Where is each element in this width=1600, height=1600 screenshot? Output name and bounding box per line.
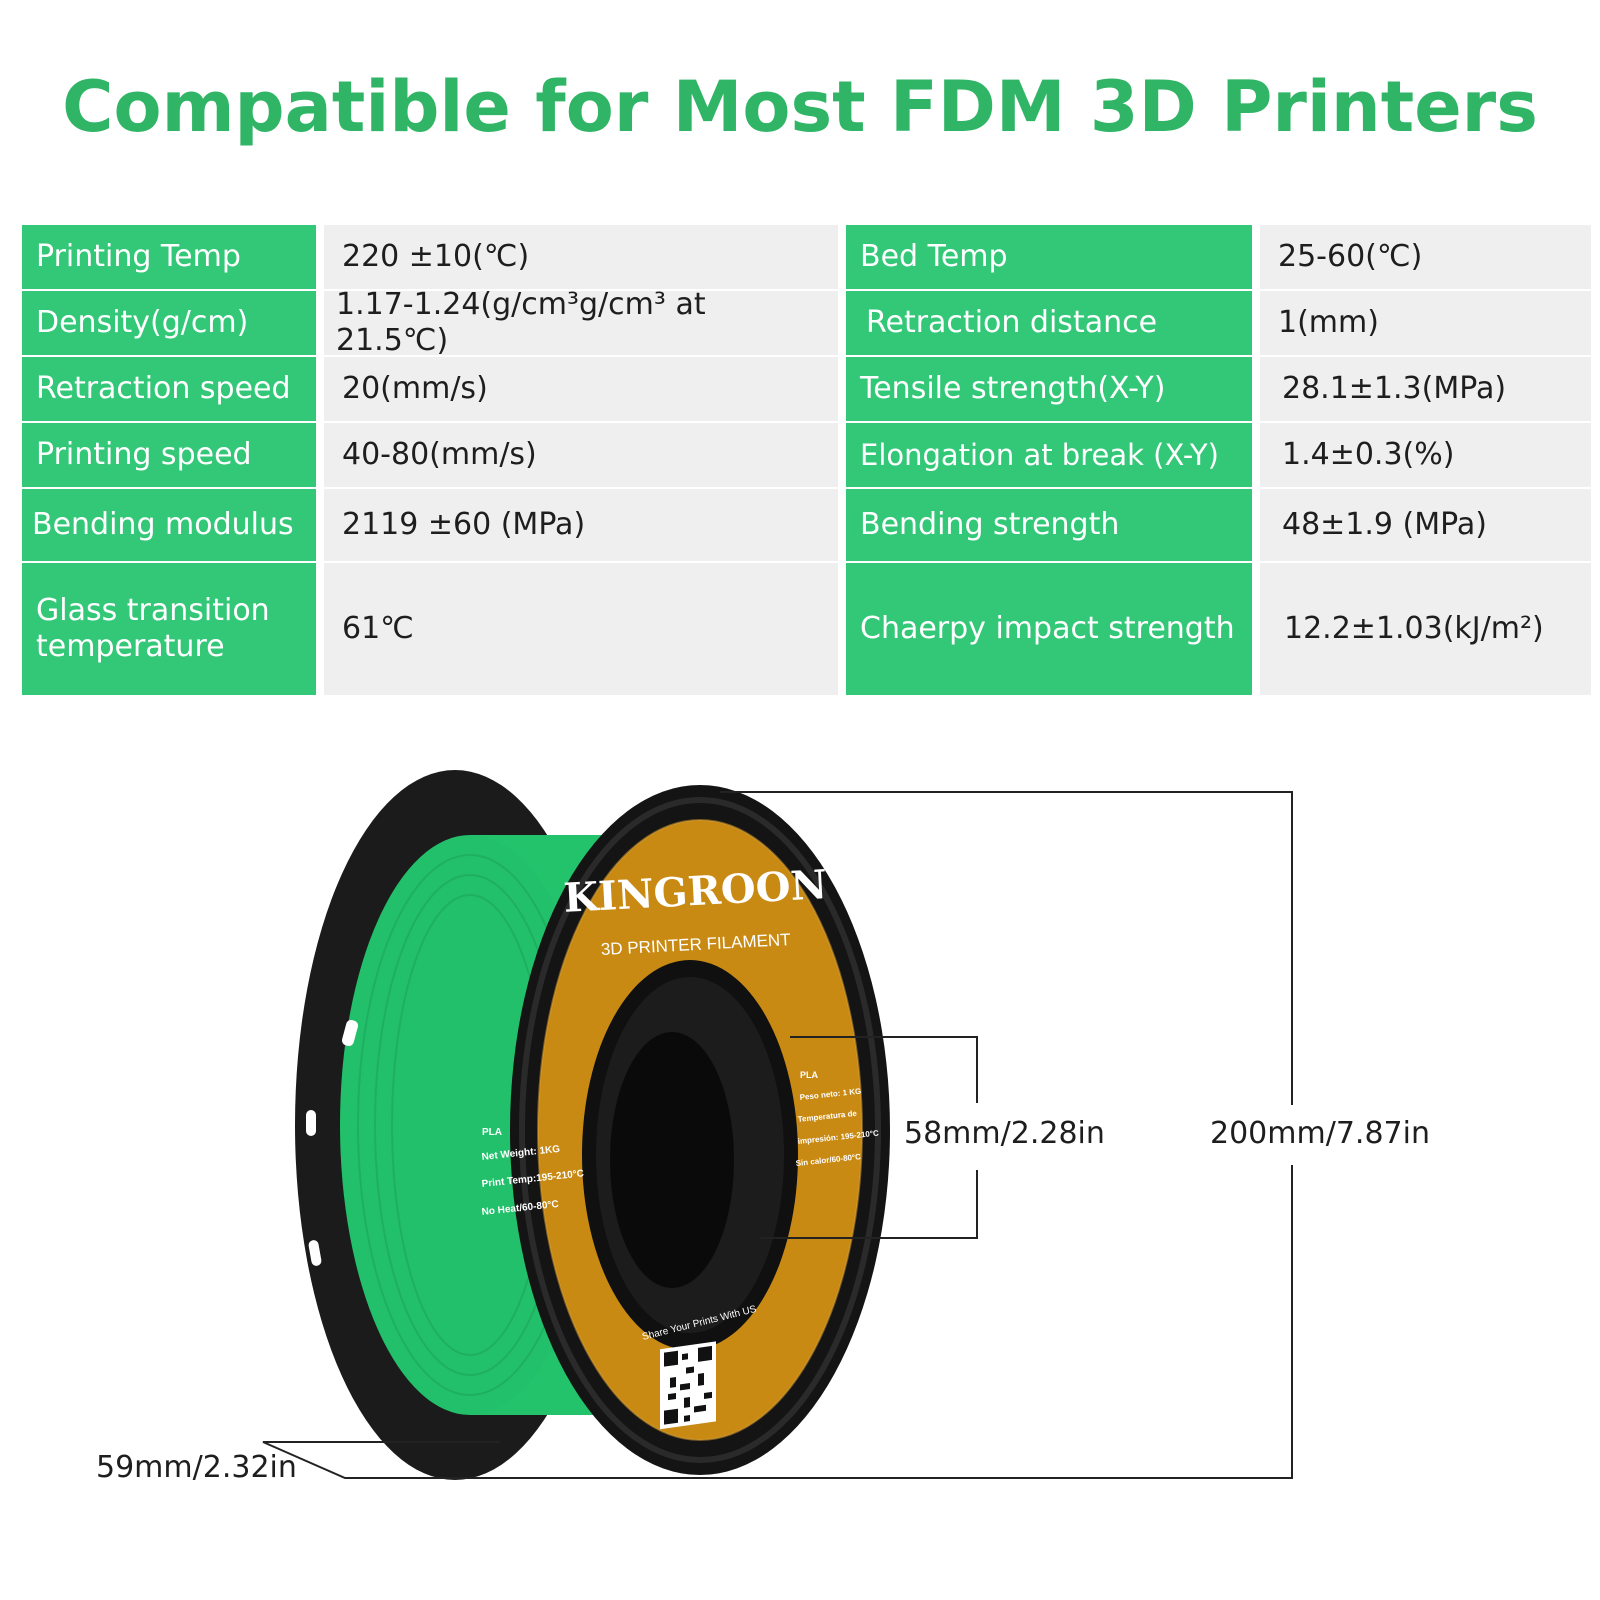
spec-value: 25-60(℃) xyxy=(1260,225,1591,289)
spec-label: Printing Temp xyxy=(22,225,316,289)
spec-label: Retraction speed xyxy=(22,357,316,421)
spec-value: 220 ±10(℃) xyxy=(324,225,838,289)
qr-code-icon xyxy=(660,1341,716,1430)
spool-width-label: 59mm/2.32in xyxy=(96,1450,297,1485)
label-right-line: PLA xyxy=(800,1070,819,1080)
spec-value: 40-80(mm/s) xyxy=(324,423,838,487)
spec-value: 20(mm/s) xyxy=(324,357,838,421)
spec-value: 48±1.9 (MPa) xyxy=(1260,489,1591,561)
spec-label: Bending modulus xyxy=(22,489,316,561)
spec-value: 2119 ±60 (MPa) xyxy=(324,489,838,561)
spec-value: 1(mm) xyxy=(1260,291,1591,355)
spec-label: Printing speed xyxy=(22,423,316,487)
dimension-lines xyxy=(262,791,1293,1479)
spec-label: Density(g/cm) xyxy=(22,291,316,355)
label-left-line: PLA xyxy=(482,1127,502,1138)
outer-diameter-label: 200mm/7.87in xyxy=(1210,1116,1430,1151)
spec-label: Tensile strength(X-Y) xyxy=(846,357,1252,421)
filament-spool-image: KINGROON 3D PRINTER FILAMENT PLA Net Wei… xyxy=(262,770,1293,1480)
page-title: Compatible for Most FDM 3D Printers xyxy=(62,66,1538,148)
spec-value: 61℃ xyxy=(324,563,838,695)
spec-value: 1.4±0.3(%) xyxy=(1260,423,1591,487)
spec-label: Chaerpy impact strength xyxy=(846,563,1252,695)
spec-label: Bending strength xyxy=(846,489,1252,561)
spec-label: Glass transition temperature xyxy=(22,563,316,695)
spec-label: Bed Temp xyxy=(846,225,1252,289)
spec-table: Printing Temp 220 ±10(℃) Bed Temp 25-60(… xyxy=(22,225,1591,695)
spec-label: Retraction distance xyxy=(846,291,1252,355)
spec-label: Elongation at break (X-Y) xyxy=(846,423,1252,487)
spec-value: 28.1±1.3(MPa) xyxy=(1260,357,1591,421)
spec-value: 1.17-1.24(g/cm³g/cm³ at 21.5℃) xyxy=(324,287,838,358)
inner-diameter-label: 58mm/2.28in xyxy=(904,1116,1105,1151)
spec-value: 12.2±1.03(kJ/m²) xyxy=(1260,563,1591,695)
